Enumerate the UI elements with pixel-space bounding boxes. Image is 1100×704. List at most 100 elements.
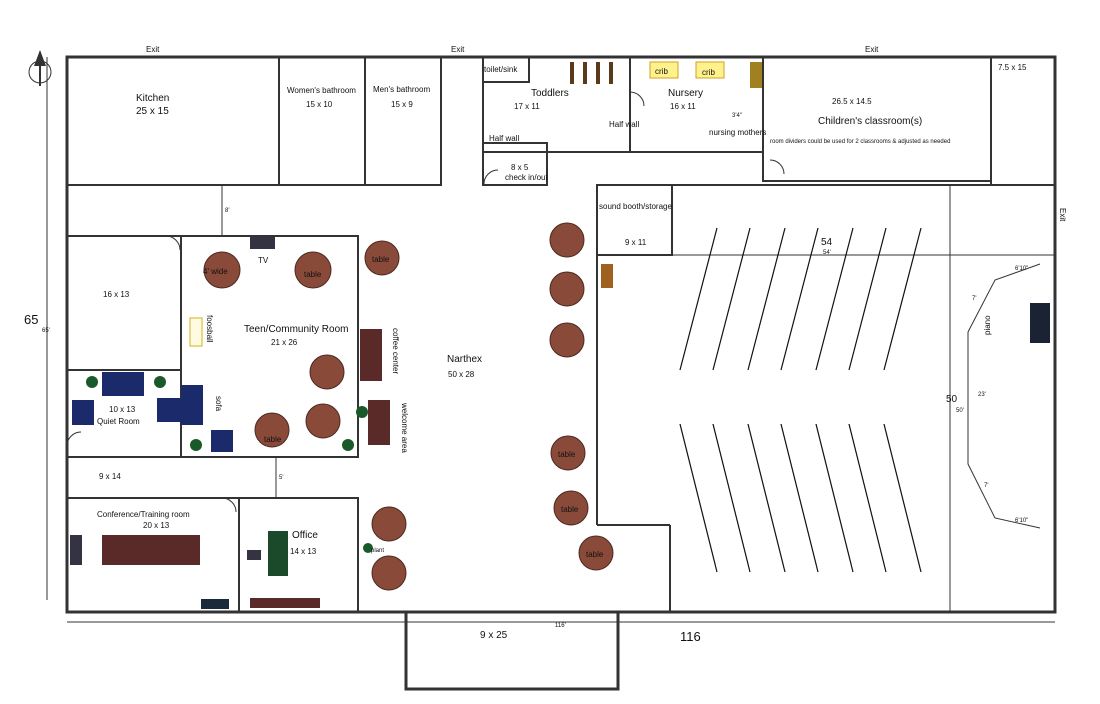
checkin-label: check in/out — [505, 173, 548, 182]
pew — [679, 423, 718, 573]
welcome-desk — [368, 400, 390, 445]
narthex-table — [578, 535, 614, 571]
womens-bathroom-room — [278, 56, 366, 186]
door-arc — [483, 169, 499, 185]
pew-group — [679, 227, 922, 573]
stage-outline — [967, 332, 1041, 529]
office-cabinet — [250, 598, 320, 608]
plant-label: plant — [371, 548, 384, 554]
childrens-label: Children's classroom(s) — [818, 116, 922, 127]
foosball-label: foosball — [205, 315, 214, 343]
table-label: table — [264, 435, 282, 444]
stage-dim: 6'10" — [1015, 518, 1028, 524]
womens-bath-size: 15 x 10 — [306, 100, 333, 109]
table-label: table — [561, 505, 579, 514]
teen-table — [254, 412, 290, 448]
mens-bath-label: Men's bathroom — [373, 85, 430, 94]
door-arc — [769, 159, 785, 175]
narthex-table — [549, 222, 585, 258]
plant-icon — [342, 439, 354, 451]
door-arc — [221, 497, 237, 513]
coffee-label: coffee center — [391, 328, 400, 374]
door-arc — [165, 235, 181, 251]
childrens-note: room dividers could be used for 2 classr… — [770, 139, 950, 145]
sofa-label: sofa — [214, 396, 223, 412]
cubby — [583, 62, 587, 84]
office-room — [238, 497, 359, 613]
sound-label: sound booth/storage — [599, 202, 672, 211]
sanctuary-wall — [596, 184, 1055, 525]
toilet-room — [482, 56, 530, 83]
pew — [815, 423, 854, 573]
couch — [102, 372, 144, 396]
cubby — [596, 62, 600, 84]
cabinet — [750, 62, 762, 88]
pew — [780, 423, 819, 573]
table-label: table — [372, 255, 390, 264]
narthex-table — [550, 435, 586, 471]
narthex-table — [553, 490, 589, 526]
mens-bathroom-room — [364, 56, 442, 186]
stage-outline — [967, 263, 1041, 333]
nursing-label: nursing mothers — [709, 128, 766, 137]
pew — [848, 423, 887, 573]
conference-size: 20 x 13 — [143, 521, 170, 530]
office-chair — [247, 550, 261, 560]
foosball-table — [189, 317, 203, 347]
exit-label: Exit — [451, 45, 465, 54]
teen-table — [294, 251, 332, 289]
sanctuary-width: 54 — [821, 237, 833, 248]
quiet-label: Quiet Room — [97, 417, 140, 426]
chair — [72, 400, 94, 425]
checkin-size: 8 x 5 — [511, 163, 529, 172]
teen-table — [305, 403, 341, 439]
stage-dim: 23' — [978, 392, 986, 398]
narthex-table — [371, 506, 407, 542]
toddlers-label: Toddlers — [531, 88, 569, 99]
crib-label: crib — [702, 68, 715, 77]
narthex-label: Narthex — [447, 354, 482, 365]
overall-width: 116 — [680, 629, 701, 644]
childrens-size: 26.5 x 14.5 — [832, 97, 872, 106]
door-arc — [629, 91, 645, 107]
chair — [211, 430, 233, 452]
hall-size: 9 x 14 — [99, 472, 121, 481]
pew — [747, 227, 786, 371]
sanctuary-width-small: 54' — [823, 250, 831, 256]
hall-width: 5' — [279, 475, 283, 481]
crib-icon — [695, 61, 725, 79]
pew — [747, 423, 786, 573]
compass-icon — [28, 50, 52, 86]
stage-dim: 7' — [972, 296, 976, 302]
table-label: table — [586, 550, 604, 559]
coffee-counter — [360, 329, 382, 381]
conference-label: Conference/Training room — [97, 510, 190, 519]
crib-label: crib — [655, 67, 668, 76]
teen-table — [309, 354, 345, 390]
overall-height: 65 — [24, 312, 38, 327]
narthex-table — [549, 322, 585, 358]
teen-table — [203, 251, 241, 289]
sound-size: 9 x 11 — [625, 238, 647, 247]
office-size: 14 x 13 — [290, 547, 317, 556]
plant-icon — [363, 543, 373, 553]
porch-wall — [404, 612, 620, 691]
kitchen-label: Kitchen — [136, 93, 169, 104]
porch-size: 9 x 25 — [480, 630, 508, 641]
room16-size: 16 x 13 — [103, 290, 130, 299]
mens-bath-size: 15 x 9 — [391, 100, 413, 109]
womens-bath-label: Women's bathroom — [287, 86, 356, 95]
conference-table — [102, 535, 200, 565]
cubby — [609, 62, 613, 84]
nursery-label: Nursery — [668, 88, 703, 99]
exit-label: Exit — [1058, 208, 1067, 222]
narthex-table — [364, 240, 400, 276]
exit-label: Exit — [146, 45, 160, 54]
table-label: table — [558, 450, 576, 459]
wide-label: 4' wide — [203, 267, 228, 276]
stage-dim: 7' — [984, 483, 988, 489]
teen-label: Teen/Community Room — [244, 324, 348, 335]
kitchen-room — [66, 56, 280, 186]
welcome-label: welcome area — [400, 402, 409, 453]
